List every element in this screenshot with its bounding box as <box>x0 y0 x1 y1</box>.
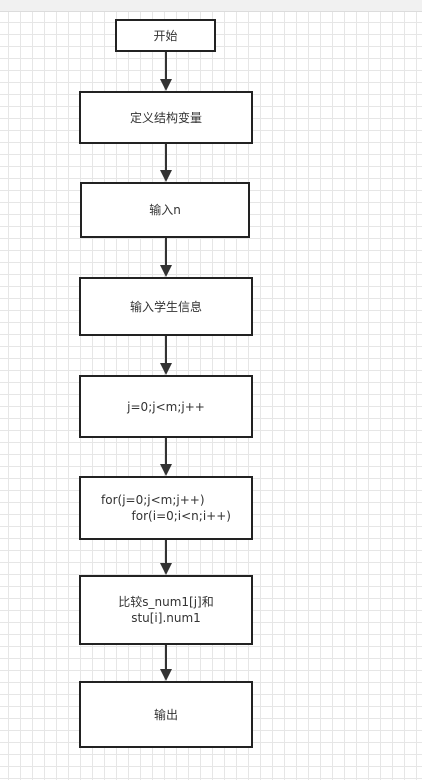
node-label: 输入n <box>149 203 181 217</box>
node-output[interactable]: 输出 <box>79 681 253 748</box>
node-label: 开始 <box>153 28 178 43</box>
node-start[interactable]: 开始 <box>115 19 216 52</box>
node-nested-loop[interactable]: for(j=0;j<m;j++) for(i=0;i<n;i++) <box>79 476 253 540</box>
node-label: for(j=0;j<m;j++) for(i=0;i<n;i++) <box>101 493 231 523</box>
canvas-top-bar <box>0 0 422 12</box>
arrow-input-n-to-input-info <box>160 238 172 277</box>
arrow-input-info-to-loop-j <box>160 336 172 375</box>
arrow-nested-loop-to-compare <box>160 540 172 575</box>
arrow-loop-j-to-nested-loop <box>160 438 172 476</box>
node-label: 输出 <box>153 707 178 722</box>
arrow-define-to-input-n <box>160 144 172 182</box>
node-label: 定义结构变量 <box>129 110 202 125</box>
node-input-student-info[interactable]: 输入学生信息 <box>79 277 253 336</box>
node-label: j=0;j<m;j++ <box>127 399 205 414</box>
arrow-compare-to-output <box>160 645 172 681</box>
node-compare[interactable]: 比较s_num1[j]和 stu[i].num1 <box>79 575 253 645</box>
arrow-start-to-define <box>160 52 172 91</box>
node-input-n[interactable]: 输入n <box>80 182 250 238</box>
node-label: 输入学生信息 <box>129 299 202 314</box>
node-loop-j[interactable]: j=0;j<m;j++ <box>79 375 253 438</box>
node-define-struct[interactable]: 定义结构变量 <box>79 91 253 144</box>
node-label: 比较s_num1[j]和 stu[i].num1 <box>118 595 214 625</box>
